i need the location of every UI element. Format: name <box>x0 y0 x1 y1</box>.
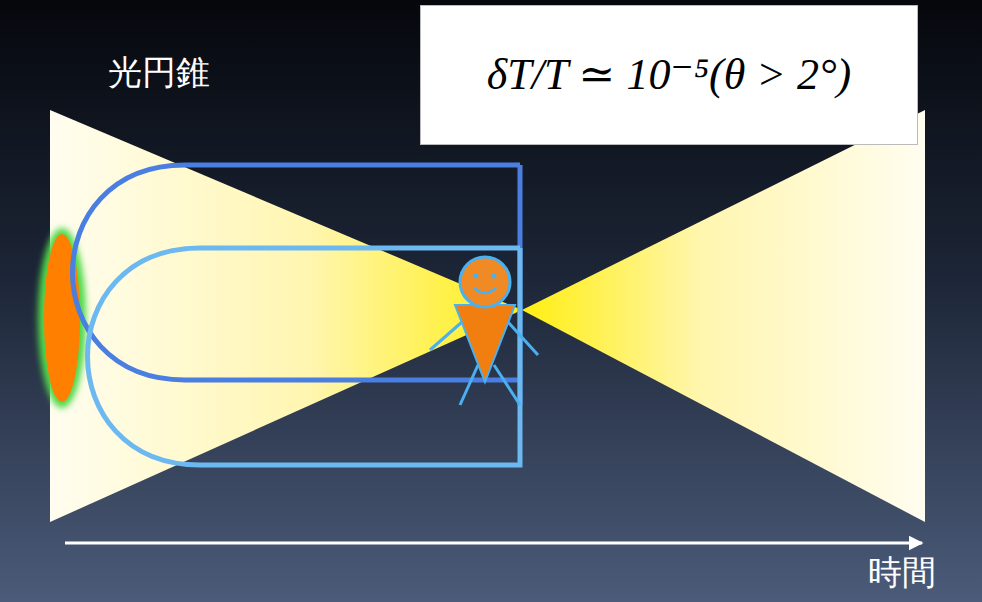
axis-label: 時間 <box>868 552 936 593</box>
past-cone <box>50 110 522 522</box>
formula-text: δT/T ≃ 10⁻⁵(θ > 2°) <box>487 49 851 102</box>
future-cone <box>522 110 925 522</box>
cone-label: 光円錐 <box>108 52 210 93</box>
dark-loop <box>73 165 521 405</box>
observer-figure <box>430 257 538 405</box>
time-arrow <box>65 542 922 545</box>
formula-box: δT/T ≃ 10⁻⁵(θ > 2°) <box>420 5 918 145</box>
glow <box>38 228 86 408</box>
light-loop <box>88 248 521 465</box>
